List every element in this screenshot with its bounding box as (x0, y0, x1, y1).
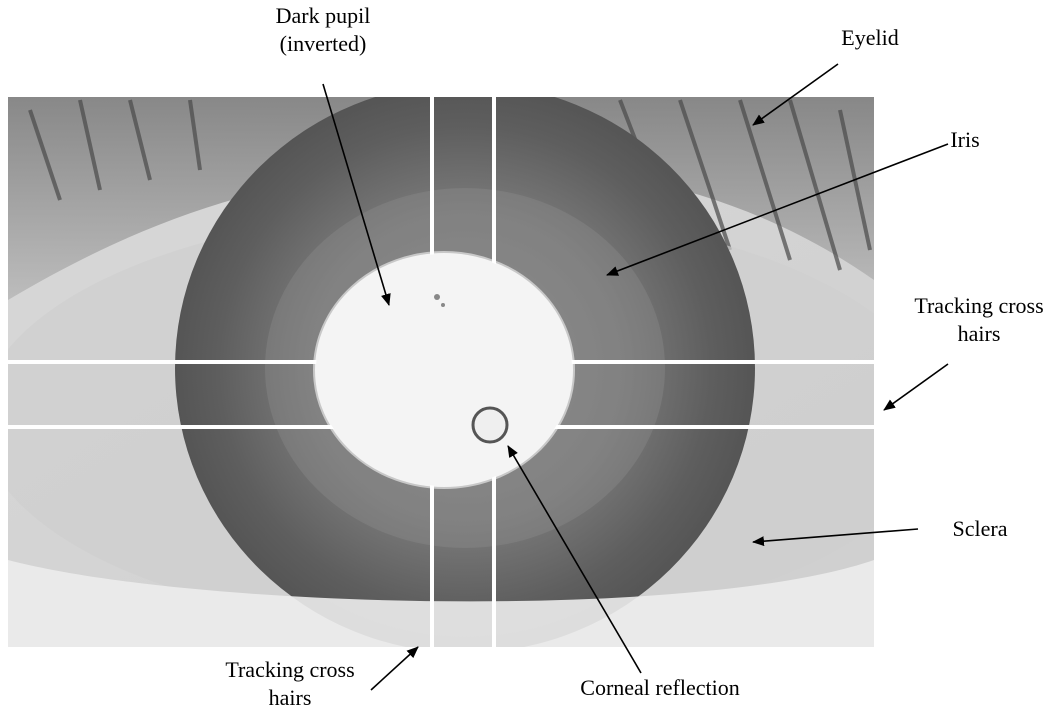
arrow-tracking-right (884, 364, 948, 410)
label-tracking-bottom: Tracking cross hairs (210, 656, 370, 712)
label-dark-pupil-line1: Dark pupil (258, 2, 388, 30)
label-iris: Iris (935, 126, 995, 154)
arrow-tracking-bottom (371, 647, 418, 690)
label-tracking-bottom-line1: Tracking cross (210, 656, 370, 684)
label-sclera: Sclera (930, 515, 1030, 543)
eye-photo (0, 83, 940, 653)
label-tracking-right-line1: Tracking cross (895, 292, 1063, 320)
label-tracking-right-line2: hairs (895, 320, 1063, 348)
label-corneal-reflection: Corneal reflection (560, 674, 760, 702)
label-dark-pupil: Dark pupil (inverted) (258, 2, 388, 58)
label-tracking-right: Tracking cross hairs (895, 292, 1063, 348)
label-eyelid: Eyelid (810, 24, 930, 52)
label-tracking-bottom-line2: hairs (210, 684, 370, 712)
label-dark-pupil-line2: (inverted) (258, 30, 388, 58)
